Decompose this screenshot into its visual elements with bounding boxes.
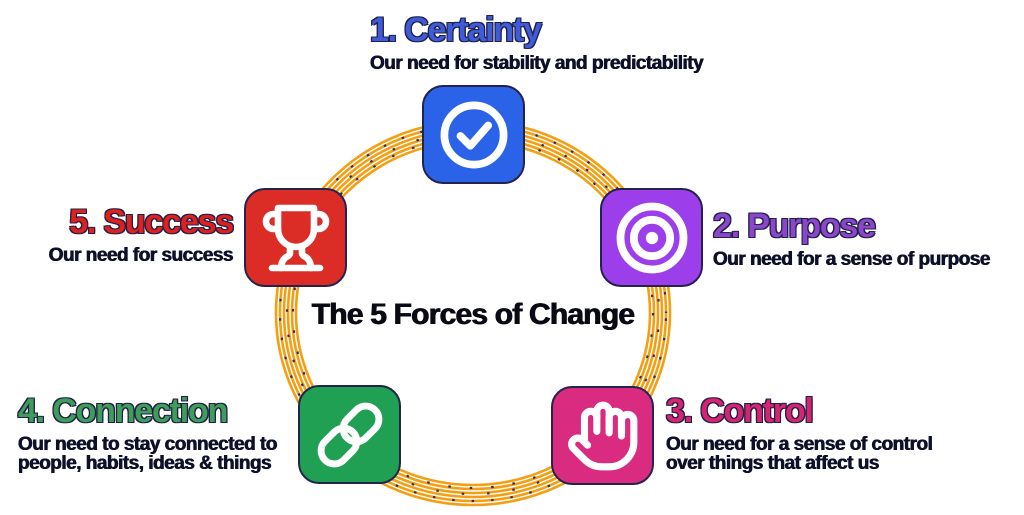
connection-heading: 4. Connection [18, 392, 228, 430]
purpose-text-block: 2. Purpose Our need for a sense of purpo… [713, 208, 990, 269]
certainty-text-block: 1. Certainty Our need for stability and … [370, 11, 704, 74]
purpose-heading: 2. Purpose [713, 207, 876, 245]
connection-subtitle-line2: people, habits, ideas & things [18, 453, 272, 474]
link-icon [317, 402, 382, 467]
certainty-heading: 1. Certainty [370, 11, 542, 49]
certainty-subtitle: Our need for stability and predictabilit… [370, 53, 704, 74]
certainty-node [422, 85, 525, 184]
success-subtitle: Our need for success [48, 245, 234, 266]
control-subtitle-line1: Our need for a sense of control [666, 434, 933, 455]
success-node [244, 188, 347, 287]
connection-node [298, 385, 401, 484]
diagram-title: The 5 Forces of Change [311, 298, 635, 331]
hand-icon [567, 401, 637, 470]
success-text-block: 5. Success Our need for success [48, 203, 234, 266]
purpose-node [600, 188, 703, 287]
connection-text-block: 4. Connection Our need to stay connected… [18, 393, 277, 473]
control-heading: 3. Control [666, 392, 814, 430]
connection-subtitle-line1: Our need to stay connected to [18, 434, 277, 455]
target-icon [616, 202, 687, 273]
control-text-block: 3. Control Our need for a sense of contr… [666, 392, 933, 474]
purpose-subtitle: Our need for a sense of purpose [713, 249, 990, 270]
success-heading: 5. Success [69, 203, 234, 241]
control-node [551, 386, 654, 485]
check-circle-icon [440, 101, 507, 168]
control-subtitle-line2: over things that affect us [666, 453, 879, 474]
trophy-icon [262, 204, 329, 271]
